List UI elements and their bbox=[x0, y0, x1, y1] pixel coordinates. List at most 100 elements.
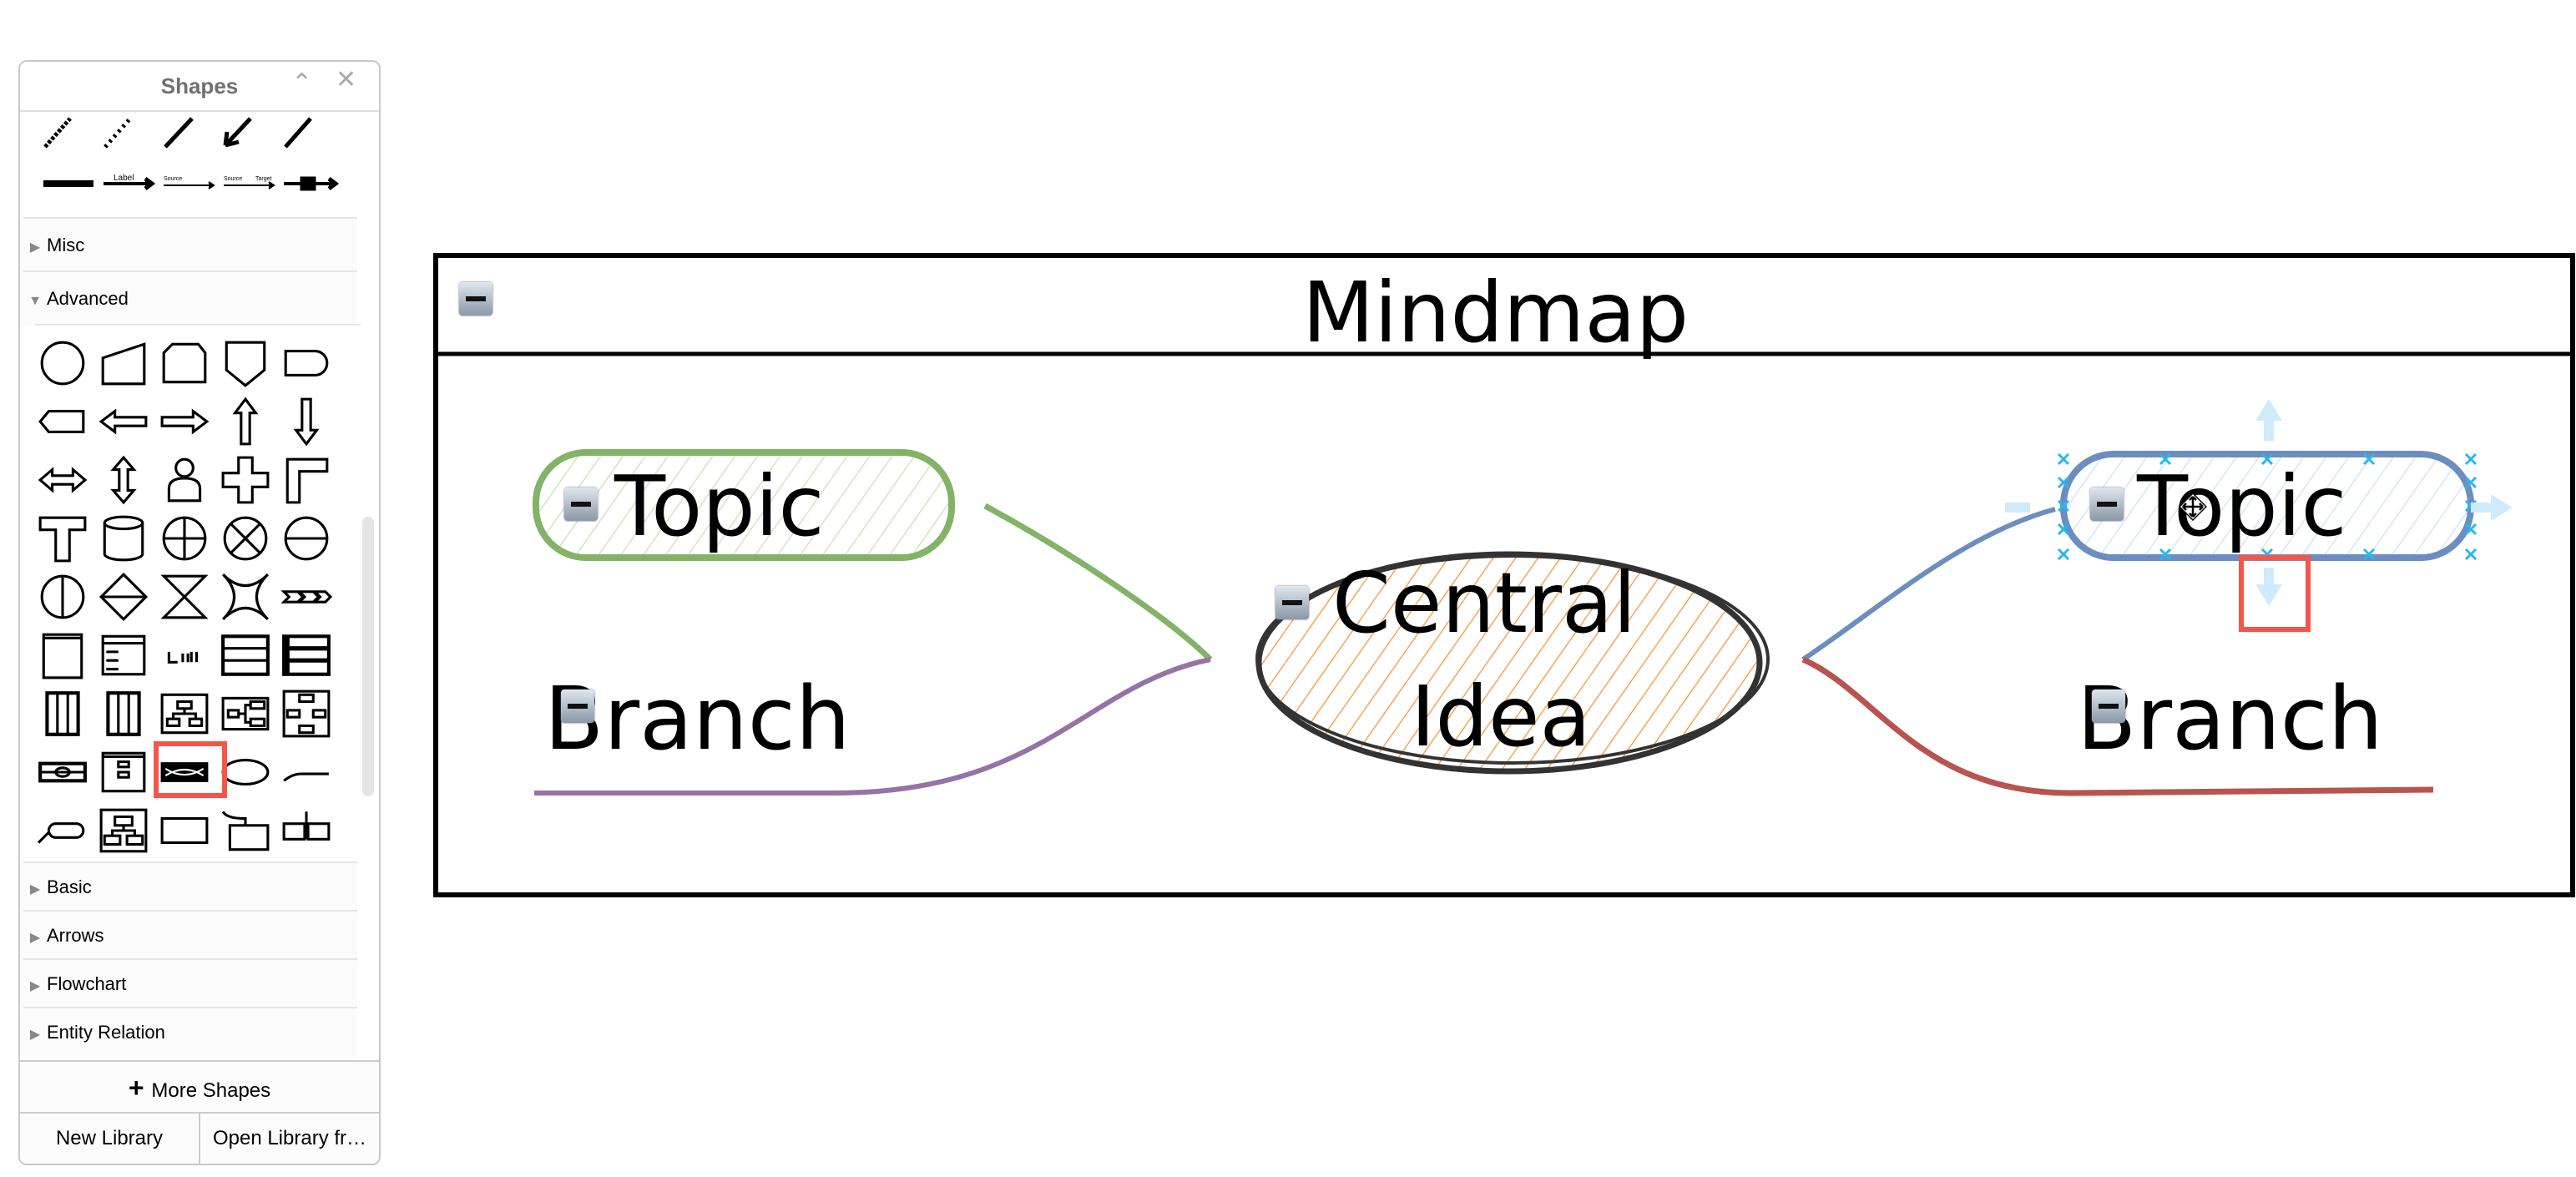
resize-handle[interactable] bbox=[2362, 452, 2376, 466]
arrow-left-icon[interactable] bbox=[2005, 503, 2030, 513]
resize-handle[interactable] bbox=[2057, 548, 2070, 561]
shape-actor[interactable] bbox=[157, 454, 215, 509]
shape-corner[interactable] bbox=[279, 454, 337, 509]
resize-handle[interactable] bbox=[2057, 499, 2070, 513]
shape-collate[interactable] bbox=[157, 571, 215, 626]
diagram-title[interactable]: Mindmap bbox=[1302, 264, 1690, 361]
edge-left-branch[interactable] bbox=[534, 657, 1211, 796]
resize-handle[interactable] bbox=[2159, 548, 2172, 561]
section-arrows[interactable]: ▶Arrows bbox=[23, 910, 357, 960]
shape-arrow-up[interactable] bbox=[218, 396, 276, 451]
section-advanced[interactable]: ▼Advanced bbox=[23, 270, 357, 326]
topic-right-label[interactable]: Topic bbox=[2137, 457, 2347, 555]
shape-split-circle[interactable] bbox=[35, 571, 93, 626]
shape-arrow-right[interactable] bbox=[157, 396, 215, 451]
shape-display[interactable] bbox=[35, 396, 93, 451]
shape-pool-horizontal[interactable] bbox=[35, 746, 93, 801]
resize-handle[interactable] bbox=[2464, 452, 2478, 466]
resize-handle[interactable] bbox=[2159, 452, 2172, 466]
shape-delay[interactable] bbox=[279, 337, 337, 392]
arrow-sw-shape[interactable] bbox=[223, 117, 252, 148]
open-library-button[interactable]: Open Library fr… bbox=[212, 1127, 367, 1149]
section-entity-relation[interactable]: ▶Entity Relation bbox=[23, 1007, 357, 1057]
collapse-icon[interactable] bbox=[1275, 586, 1309, 619]
shape-container[interactable] bbox=[35, 629, 93, 684]
shape-card[interactable] bbox=[157, 337, 215, 392]
shape-sub-topic[interactable] bbox=[35, 805, 93, 860]
collapse-icon[interactable] bbox=[564, 487, 598, 521]
edge-left-topic[interactable] bbox=[983, 503, 1213, 662]
branch-left-label[interactable]: Branch bbox=[544, 668, 851, 770]
shape-swimlane-horizontal[interactable] bbox=[157, 746, 215, 801]
collapse-icon[interactable] bbox=[561, 690, 594, 723]
collapse-icon[interactable] bbox=[459, 282, 492, 316]
topic-left-label[interactable]: Topic bbox=[614, 457, 825, 555]
shapes-panel-header[interactable]: Shapes ⌃ ✕ bbox=[20, 62, 379, 112]
section-basic[interactable]: ▶Basic bbox=[23, 861, 357, 912]
resize-handle[interactable] bbox=[2464, 476, 2478, 489]
shape-arrow-down[interactable] bbox=[279, 396, 337, 451]
shape-container-vertical[interactable] bbox=[96, 746, 154, 801]
resize-handle[interactable] bbox=[2057, 452, 2070, 466]
new-library-button[interactable]: New Library bbox=[20, 1114, 200, 1164]
shape-half-circle[interactable] bbox=[279, 513, 337, 568]
shape-list[interactable] bbox=[96, 629, 154, 684]
section-misc[interactable]: ▶Misc bbox=[23, 217, 357, 272]
message-arrow-shape[interactable] bbox=[284, 176, 340, 191]
shape-org-tree[interactable] bbox=[157, 688, 215, 743]
topic-left-node[interactable] bbox=[533, 449, 955, 561]
arrow-right-icon[interactable] bbox=[2471, 494, 2513, 521]
shape-list-item[interactable] bbox=[157, 629, 215, 684]
mindmap-container[interactable] bbox=[433, 253, 2575, 897]
shape-organization[interactable] bbox=[157, 805, 215, 860]
resize-handle[interactable] bbox=[2057, 476, 2070, 489]
edge-right-branch[interactable] bbox=[1801, 656, 2434, 796]
close-icon[interactable]: ✕ bbox=[336, 66, 357, 93]
resize-handle[interactable] bbox=[2464, 548, 2478, 561]
section-flowchart[interactable]: ▶Flowchart bbox=[23, 958, 357, 1008]
source-label-arrow-shape[interactable] bbox=[164, 181, 215, 189]
labeled-arrow-shape[interactable] bbox=[104, 177, 156, 190]
shape-table[interactable] bbox=[218, 629, 276, 684]
shape-division[interactable] bbox=[218, 805, 276, 860]
arrow-down-icon[interactable] bbox=[2255, 568, 2282, 606]
shape-sub-section[interactable] bbox=[279, 805, 337, 860]
central-idea-line1[interactable]: Central bbox=[1332, 554, 1637, 652]
shape-cross[interactable] bbox=[218, 454, 276, 509]
shape-branch[interactable] bbox=[279, 746, 337, 801]
shape-circle[interactable] bbox=[35, 337, 93, 392]
arrow-up-icon[interactable] bbox=[2255, 399, 2282, 441]
chevron-up-icon[interactable]: ⌃ bbox=[291, 69, 313, 97]
resize-handle[interactable] bbox=[2464, 523, 2478, 536]
thick-line-shape[interactable] bbox=[284, 117, 312, 149]
shape-lanes-2[interactable] bbox=[96, 688, 154, 743]
shape-off-page[interactable] bbox=[218, 337, 276, 392]
shape-cylinder[interactable] bbox=[96, 513, 154, 568]
shape-manual-input[interactable] bbox=[96, 337, 154, 392]
shape-tee[interactable] bbox=[35, 513, 93, 568]
edge-right-topic[interactable] bbox=[1801, 507, 2056, 662]
collapse-icon[interactable] bbox=[2092, 690, 2125, 723]
shape-sort[interactable] bbox=[96, 571, 154, 626]
shape-step[interactable] bbox=[279, 571, 337, 626]
shape-star4[interactable] bbox=[218, 571, 276, 626]
more-shapes-button[interactable]: + More Shapes bbox=[20, 1060, 379, 1114]
resize-handle[interactable] bbox=[2260, 452, 2274, 466]
hover-arrows[interactable] bbox=[2005, 399, 2513, 606]
shape-tree-cycle[interactable] bbox=[279, 688, 337, 743]
panel-scrollbar[interactable] bbox=[362, 517, 374, 796]
shape-lanes[interactable] bbox=[35, 688, 93, 743]
line-shape[interactable] bbox=[164, 117, 194, 149]
source-target-arrow-shape[interactable] bbox=[224, 181, 275, 189]
shape-table-bold[interactable] bbox=[279, 629, 337, 684]
central-idea-node[interactable] bbox=[1255, 551, 1770, 775]
shape-or[interactable] bbox=[157, 513, 215, 568]
central-idea-line2[interactable]: Idea bbox=[1411, 668, 1591, 765]
shape-arrow-left[interactable] bbox=[96, 396, 154, 451]
shape-org-chart[interactable] bbox=[96, 805, 154, 860]
resize-handle[interactable] bbox=[2362, 548, 2376, 561]
branch-right-label[interactable]: Branch bbox=[2077, 668, 2383, 770]
dashed-line-shape[interactable] bbox=[43, 117, 72, 149]
shape-double-arrow-v[interactable] bbox=[96, 454, 154, 509]
